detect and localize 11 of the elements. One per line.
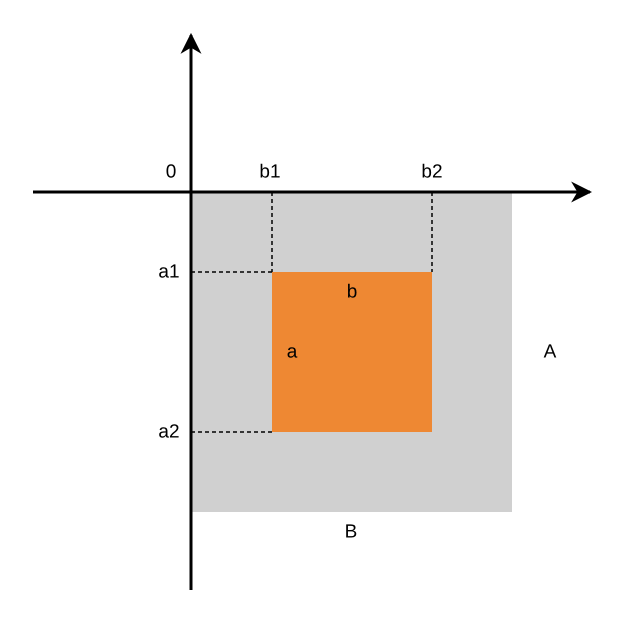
outer-square (191, 192, 512, 512)
axis-tick-label: a2 (158, 422, 180, 442)
inner-square (272, 272, 432, 432)
side-label: b (346, 282, 358, 302)
axis-tick-label: a1 (158, 262, 180, 282)
axis-tick-label: b1 (259, 162, 281, 182)
side-label: B (344, 522, 358, 542)
axis-tick-label: 0 (166, 162, 176, 182)
axis-tick-label: b2 (421, 162, 443, 182)
side-label: A (544, 342, 556, 362)
side-label: a (286, 342, 298, 362)
